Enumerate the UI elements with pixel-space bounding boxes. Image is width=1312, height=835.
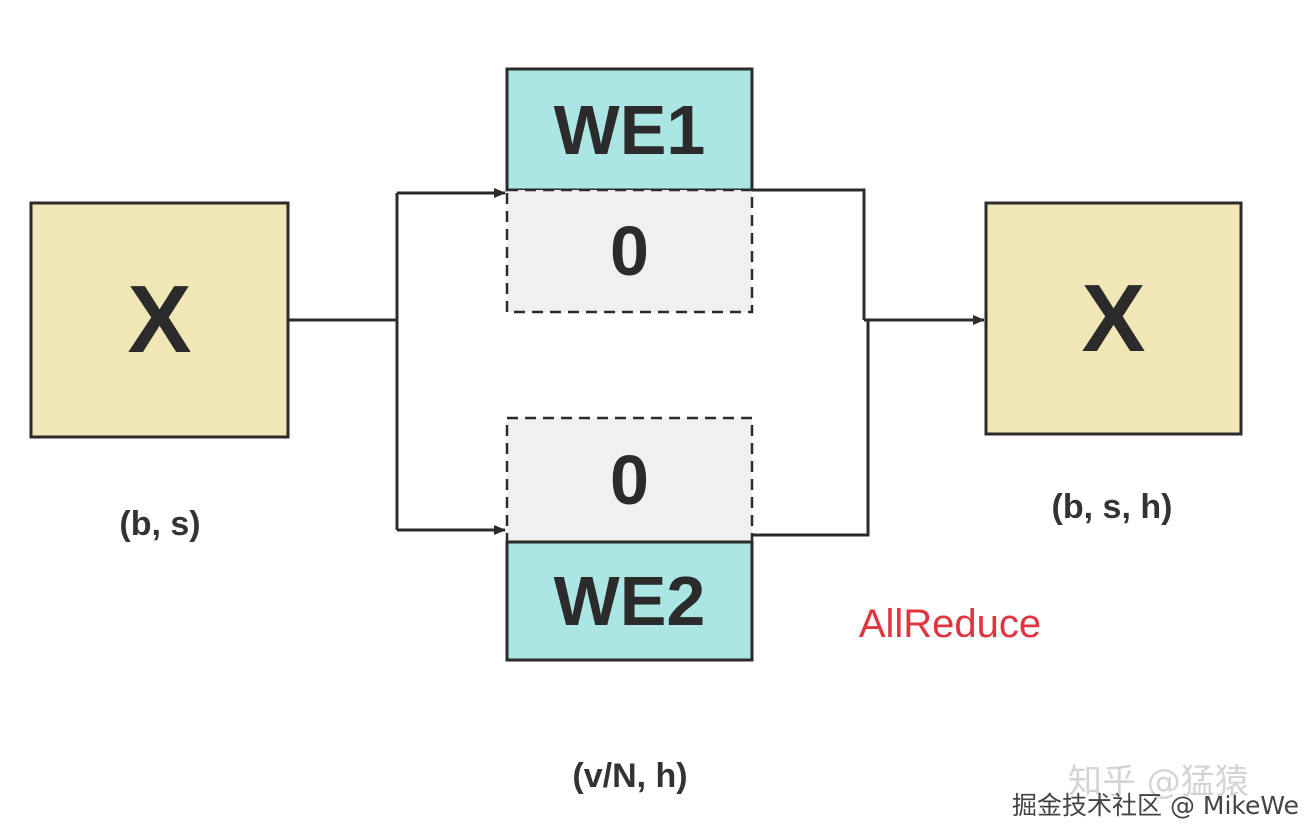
output-box-label: X: [1081, 264, 1146, 372]
we2-label: WE2: [553, 562, 706, 640]
allreduce-label: AllReduce: [858, 602, 1042, 646]
watermark-faint: 知乎 @猛猿: [1068, 762, 1249, 802]
input-shape-label: (b, s): [119, 505, 201, 543]
bottom-masked-label: 0: [610, 441, 649, 519]
we1-label: WE1: [553, 90, 706, 169]
bottom-shard-output-line: [752, 320, 870, 537]
watermark-main: 掘金技术社区 @ MikeWe: [1012, 791, 1300, 820]
top-masked-label: 0: [610, 212, 649, 290]
input-box-label: X: [127, 266, 192, 373]
we1-block: [505, 67, 754, 192]
output-box: [984, 201, 1243, 436]
top-shard-output-line: [752, 188, 866, 320]
input-box: [29, 201, 290, 439]
we2-block: [505, 540, 754, 662]
top-masked-block: [505, 188, 754, 314]
embedding-shape-label: (v/N, h): [572, 757, 688, 795]
output-shape-label: (b, s, h): [1051, 488, 1173, 526]
